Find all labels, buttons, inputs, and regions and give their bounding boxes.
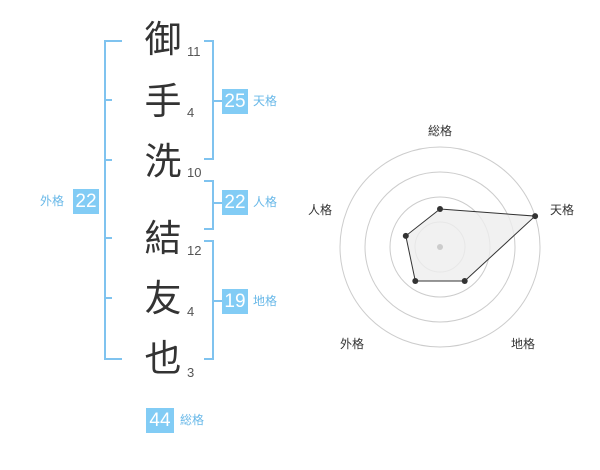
chikaku-label: 地格 bbox=[253, 294, 278, 308]
tenkaku-bracket-connector bbox=[212, 100, 222, 102]
gaikaku-bracket-bottom bbox=[104, 358, 122, 360]
name-char-1: 御 bbox=[144, 18, 182, 61]
soukaku-label: 総格 bbox=[180, 413, 205, 427]
radar-point-1 bbox=[437, 206, 443, 212]
radar-point-3 bbox=[461, 278, 468, 284]
gaikaku-bracket-top bbox=[104, 40, 122, 42]
radar-label-soukaku: 総格 bbox=[428, 124, 453, 138]
jinkaku-label: 人格 bbox=[253, 195, 278, 209]
gaikaku-tick-4 bbox=[104, 297, 112, 299]
jinkaku-bracket-vertical bbox=[212, 180, 214, 230]
radar-point-2 bbox=[532, 213, 539, 220]
gaikaku-tick-2 bbox=[104, 159, 112, 161]
chikaku-value-badge: 19 bbox=[222, 289, 248, 314]
gaikaku-tick-1 bbox=[104, 99, 112, 101]
name-char-5: 友 bbox=[144, 277, 182, 320]
jinkaku-bracket-top bbox=[204, 180, 214, 182]
chikaku-bracket-connector bbox=[212, 300, 222, 302]
tenkaku-bracket-bottom bbox=[204, 158, 214, 160]
stroke-count-1: 11 bbox=[187, 44, 201, 59]
radar-point-4 bbox=[412, 278, 419, 284]
tenkaku-label: 天格 bbox=[253, 94, 278, 108]
gaikaku-tick-3 bbox=[104, 237, 112, 239]
radar-point-5 bbox=[402, 232, 409, 239]
radar-series-polygon bbox=[405, 208, 537, 282]
radar-grid-ring-3 bbox=[364, 171, 516, 323]
radar-center-dot bbox=[437, 244, 443, 250]
tenkaku-bracket-top bbox=[204, 40, 214, 42]
stroke-count-6: 3 bbox=[187, 365, 195, 380]
stroke-count-2: 4 bbox=[187, 105, 195, 120]
radar-label-gaikaku: 外格 bbox=[340, 337, 365, 351]
chikaku-bracket-bottom bbox=[204, 358, 214, 360]
chikaku-bracket-top bbox=[204, 240, 214, 242]
jinkaku-bracket-connector bbox=[212, 202, 222, 204]
radar-label-jinkaku: 人格 bbox=[308, 203, 333, 217]
radar-label-tenkaku: 天格 bbox=[550, 203, 575, 217]
radar-grid-ring-4 bbox=[339, 146, 541, 348]
stroke-count-3: 10 bbox=[187, 165, 202, 180]
name-char-6: 也 bbox=[144, 337, 182, 380]
jinkaku-bracket-bottom bbox=[204, 228, 214, 230]
gaikaku-value-badge: 22 bbox=[73, 189, 99, 214]
name-char-3: 洗 bbox=[144, 140, 182, 183]
name-char-2: 手 bbox=[144, 80, 182, 123]
gaikaku-label: 外格 bbox=[40, 194, 65, 208]
name-char-4: 結 bbox=[144, 217, 182, 260]
radar-label-chikaku: 地格 bbox=[511, 337, 536, 351]
gaikaku-bracket-vertical bbox=[104, 40, 106, 360]
stroke-count-4: 12 bbox=[187, 243, 202, 258]
tenkaku-value-badge: 25 bbox=[222, 89, 248, 114]
stroke-count-5: 4 bbox=[187, 304, 195, 319]
soukaku-value-badge: 44 bbox=[146, 408, 174, 433]
jinkaku-value-badge: 22 bbox=[222, 190, 248, 215]
